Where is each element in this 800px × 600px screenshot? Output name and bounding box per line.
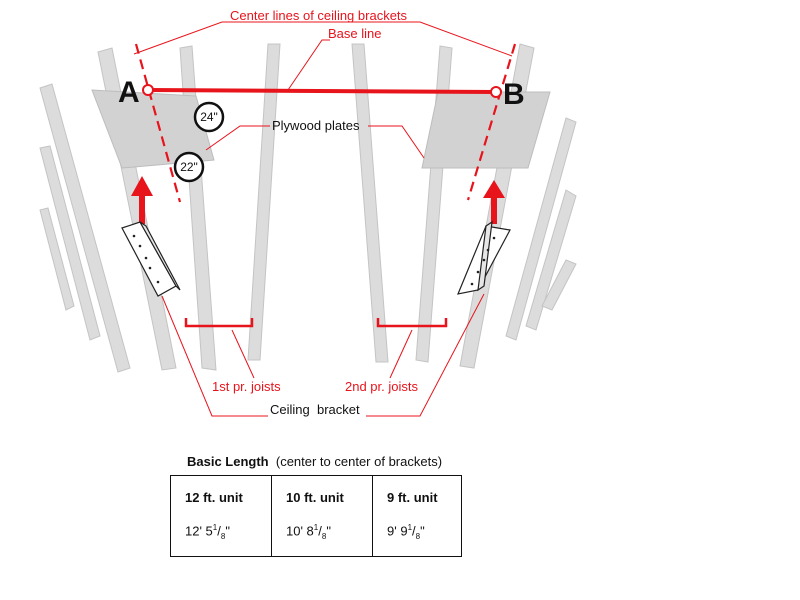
- length-value: 10' 81/8": [286, 523, 331, 541]
- joist: [351, 43, 389, 363]
- ceiling-bracket-label: Ceiling bracket: [270, 402, 360, 417]
- point-b-label: B: [503, 78, 525, 111]
- joist: [525, 189, 577, 331]
- ceiling-bracket-right-icon: [457, 220, 511, 295]
- center-lines-label: Center lines of ceiling brackets: [230, 8, 408, 23]
- unit-label: 12 ft. unit: [185, 490, 243, 505]
- joist: [505, 117, 577, 341]
- center-line-right: [466, 43, 517, 201]
- second-joists-bracket: [376, 318, 448, 328]
- plywood-plate-right: [421, 91, 551, 169]
- point-a-marker: [142, 84, 154, 96]
- dimension-22-label: 22": [180, 160, 198, 174]
- plywood-plates-label: Plywood plates: [272, 118, 360, 133]
- point-a-label: A: [118, 76, 140, 109]
- base-line-label: Base line: [328, 26, 381, 41]
- joist: [39, 83, 131, 373]
- dimension-22-badge: [173, 151, 205, 183]
- joist: [39, 207, 75, 311]
- unit-label: 10 ft. unit: [286, 490, 344, 505]
- joist: [247, 43, 281, 361]
- table-cell: 9 ft. unit 9' 91/8": [372, 475, 462, 557]
- length-table: 12 ft. unit 12' 51/8" 10 ft. unit 10' 81…: [170, 475, 462, 557]
- basic-length-table: Basic Length (center to center of bracke…: [170, 454, 462, 557]
- length-value: 12' 51/8": [185, 523, 230, 541]
- dimension-24-label: 24": [200, 110, 218, 124]
- joist: [541, 259, 577, 311]
- table-caption: Basic Length (center to center of bracke…: [187, 454, 462, 469]
- arrow-icon: [483, 180, 505, 224]
- ceiling-bracket-left-icon: [121, 221, 181, 297]
- joist: [39, 145, 101, 341]
- table-cell: 10 ft. unit 10' 81/8": [271, 475, 373, 557]
- second-joists-label: 2nd pr. joists: [345, 379, 418, 394]
- dimension-24-badge: [193, 101, 225, 133]
- first-joists-label: 1st pr. joists: [212, 379, 281, 394]
- center-line-left: [134, 43, 182, 203]
- unit-label: 9 ft. unit: [387, 490, 438, 505]
- table-title: Basic Length: [187, 454, 269, 469]
- length-value: 9' 91/8": [387, 523, 425, 541]
- first-joists-bracket: [184, 318, 254, 328]
- leader-lines: [133, 21, 513, 417]
- point-b-marker: [490, 86, 502, 98]
- arrow-icon: [131, 176, 153, 224]
- table-subtitle: (center to center of brackets): [275, 454, 443, 469]
- table-cell: 12 ft. unit 12' 51/8": [170, 475, 272, 557]
- table-row: 12 ft. unit 12' 51/8" 10 ft. unit 10' 81…: [170, 475, 462, 557]
- plywood-plate-left: [91, 89, 215, 169]
- base-line: [147, 88, 497, 94]
